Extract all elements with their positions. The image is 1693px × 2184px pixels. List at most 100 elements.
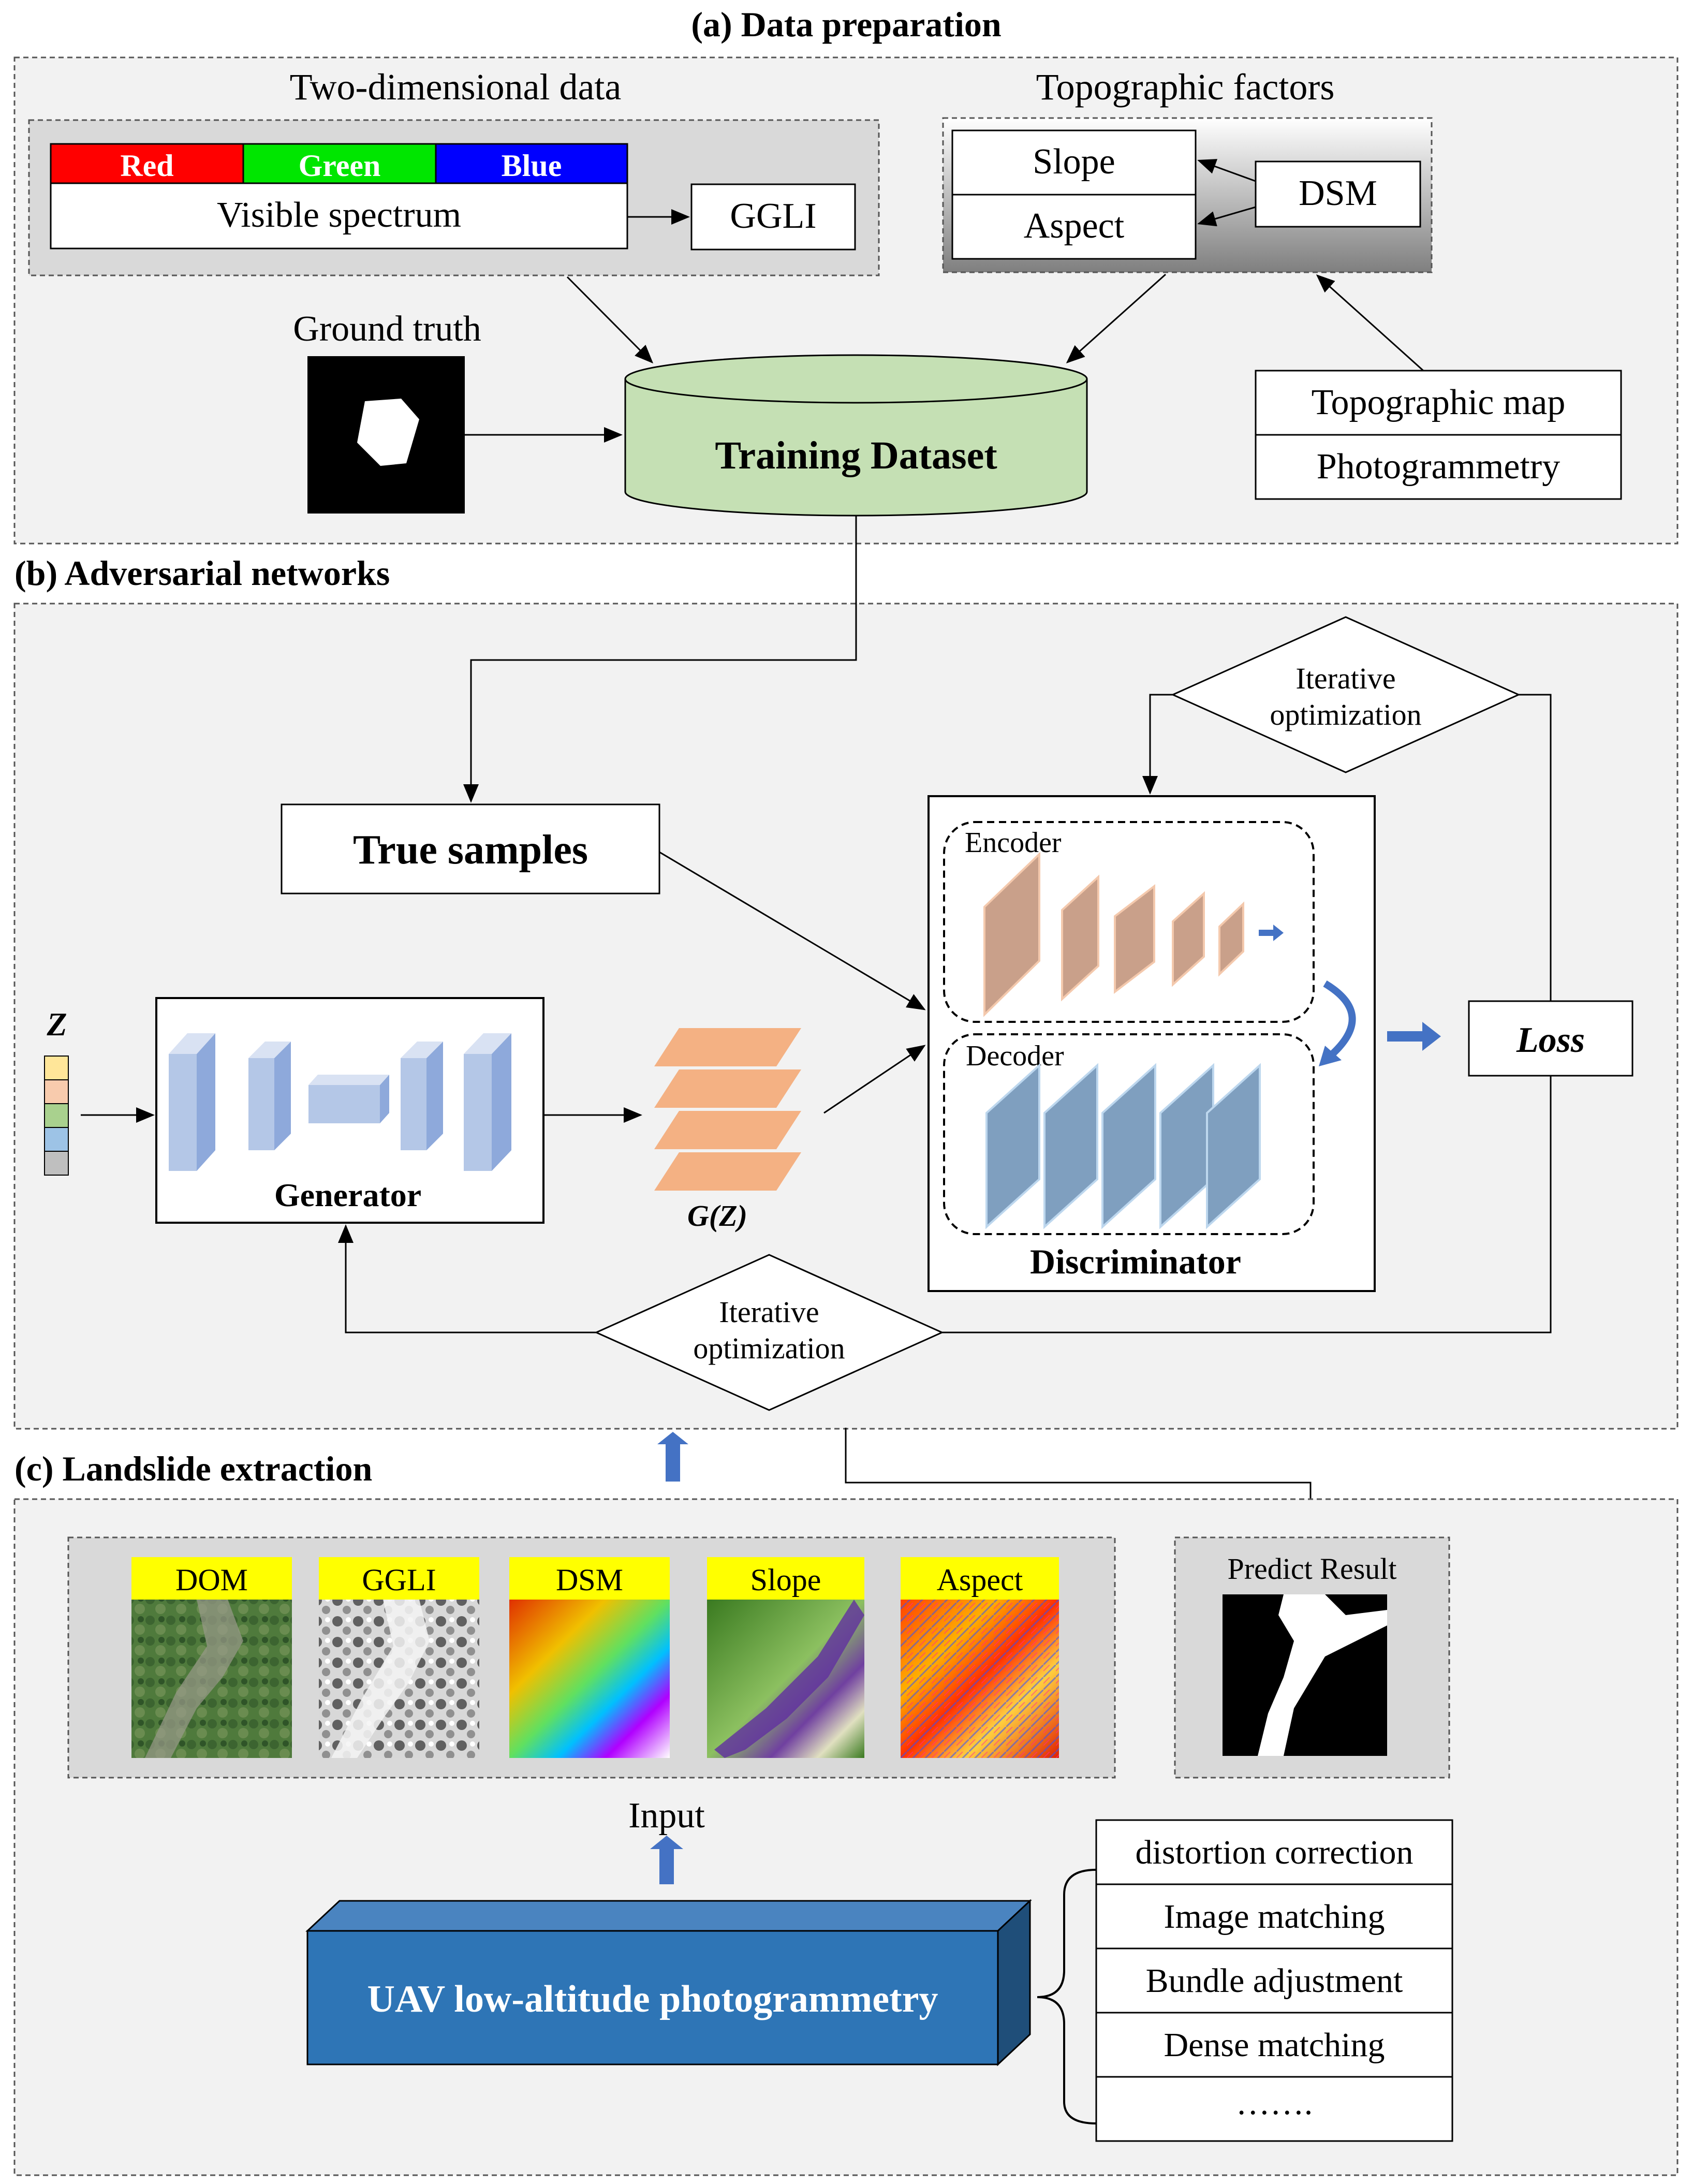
tile-dom-slide (145, 1600, 243, 1758)
dsm-label: DSM (1299, 173, 1377, 213)
tile-dsm-image (509, 1600, 670, 1758)
decoder-layer-2 (1043, 1063, 1098, 1229)
generator-label: Generator (274, 1177, 421, 1213)
ggli-box (690, 183, 856, 251)
gen-l1-top (169, 1033, 215, 1054)
step-box-1 (1095, 1819, 1453, 1885)
slope-label: Slope (1033, 142, 1115, 182)
tile-slope-channel (714, 1600, 864, 1758)
discriminator-label: Discriminator (1030, 1242, 1241, 1281)
two-dim-label: Two-dimensional data (290, 66, 622, 108)
tile-aspect-texture (901, 1600, 1059, 1758)
true-samples-box (281, 803, 660, 895)
iter-opt-top-line1: Iterative (1295, 662, 1395, 695)
band-green (242, 143, 437, 184)
step-box-5 (1095, 2076, 1453, 2142)
band-red (50, 143, 244, 184)
tile-dsm-label-bg (509, 1557, 670, 1600)
decoder-layers (985, 1063, 1261, 1229)
tile-slope-label-bg (707, 1557, 864, 1600)
decoder-label: Decoder (966, 1040, 1064, 1072)
arrow-gz-disc (823, 1045, 926, 1114)
tile-slope: Slope (707, 1557, 864, 1758)
step-label-1: distortion correction (1135, 1834, 1413, 1871)
z-label: Z (46, 1006, 67, 1043)
band-green-label: Green (299, 149, 381, 183)
step-label-5: ……. (1236, 2084, 1313, 2122)
topo-factors-label: Topographic factors (1036, 66, 1335, 108)
ground-truth-label: Ground truth (293, 309, 481, 349)
iter-opt-top-diamond (1171, 616, 1521, 773)
gen-l5-top (464, 1033, 511, 1054)
gz-layer-1 (654, 1028, 801, 1066)
gz-label: G(Z) (687, 1199, 747, 1233)
encoder-layers (983, 852, 1284, 1017)
section-a-title: (a) Data preparation (691, 5, 1001, 44)
tile-dom-label: DOM (175, 1563, 248, 1597)
gz-layer-4 (654, 1152, 801, 1191)
photogrammetry-label: Photogrammetry (1317, 447, 1560, 487)
step-label-4: Dense matching (1164, 2026, 1385, 2064)
arrow-topo-dataset (1066, 273, 1167, 364)
training-dataset-top (624, 354, 1088, 404)
z-cell-1 (44, 1056, 69, 1080)
gen-l4-top (401, 1042, 443, 1058)
dsm-box (1255, 160, 1421, 228)
tile-aspect-label-bg (901, 1557, 1059, 1600)
tile-ggli: GGLI (319, 1557, 479, 1758)
gen-l1-side (197, 1033, 215, 1171)
tile-slope-label: Slope (750, 1563, 821, 1597)
disc-to-loss-arrow (1387, 1022, 1441, 1051)
encoder-label: Encoder (965, 827, 1062, 859)
arrow-dsm-aspect (1197, 206, 1256, 227)
up-arrow-input (650, 1836, 683, 1884)
gz-layer-2 (654, 1069, 801, 1108)
iter-opt-bottom-line1: Iterative (719, 1295, 819, 1329)
encoder-layer-3 (1114, 884, 1155, 994)
tile-ggli-label: GGLI (362, 1563, 436, 1597)
arrow-loss-to-bottom-opt (942, 1076, 1552, 1333)
tile-ggli-label-bg (319, 1557, 479, 1600)
up-arrow-to-networks (657, 1432, 688, 1482)
loss-label: Loss (1516, 1020, 1585, 1060)
predict-result-mask (1258, 1594, 1387, 1756)
visible-spectrum-box (50, 182, 628, 250)
gen-l2-side (274, 1042, 291, 1150)
tile-dsm-label: DSM (556, 1563, 623, 1597)
tile-dom-label-bg (131, 1557, 292, 1600)
encoder-layer-1 (983, 852, 1040, 1017)
loss-box (1468, 1000, 1633, 1077)
z-cell-3 (44, 1103, 69, 1128)
uav-box: UAV low-altitude photogrammetry (305, 1899, 1032, 2066)
training-dataset-label: Training Dataset (715, 434, 997, 477)
predict-result-label: Predict Result (1227, 1552, 1396, 1586)
gen-l1-front (169, 1054, 197, 1171)
uav-box-top (305, 1900, 1032, 1932)
uav-box-side (997, 1899, 1031, 2066)
step-box-3 (1095, 1947, 1453, 2014)
arrow-true-samples-disc (659, 851, 926, 1010)
encoder-decoder-curve (1323, 980, 1356, 1059)
input-label: Input (628, 1796, 705, 1836)
ground-truth-shape (357, 399, 419, 466)
step-label-3: Bundle adjustment (1146, 1962, 1403, 2000)
tile-dom: DOM (131, 1557, 292, 1758)
uav-box-front (306, 1930, 999, 2065)
decoder-layer-5 (1206, 1063, 1261, 1229)
gen-l5-side (492, 1033, 511, 1171)
topo-map-box (1255, 370, 1622, 436)
gen-l3-side (380, 1075, 389, 1123)
true-samples-label: True samples (353, 827, 588, 873)
step-box-4 (1095, 2012, 1453, 2078)
gen-l4-front (401, 1058, 426, 1150)
iter-opt-top-line2: optimization (1270, 698, 1421, 731)
decoder-layer-3 (1101, 1063, 1156, 1229)
steps-list: distortion correction Image matching Bun… (1095, 1819, 1453, 2142)
gen-l2-front (248, 1058, 274, 1150)
arrow-topomap-topo (1316, 274, 1424, 372)
band-red-label: Red (120, 149, 173, 183)
section-b-title: (b) Adversarial networks (14, 553, 390, 593)
tile-aspect: Aspect (901, 1557, 1059, 1758)
gen-l3-top (308, 1075, 389, 1085)
